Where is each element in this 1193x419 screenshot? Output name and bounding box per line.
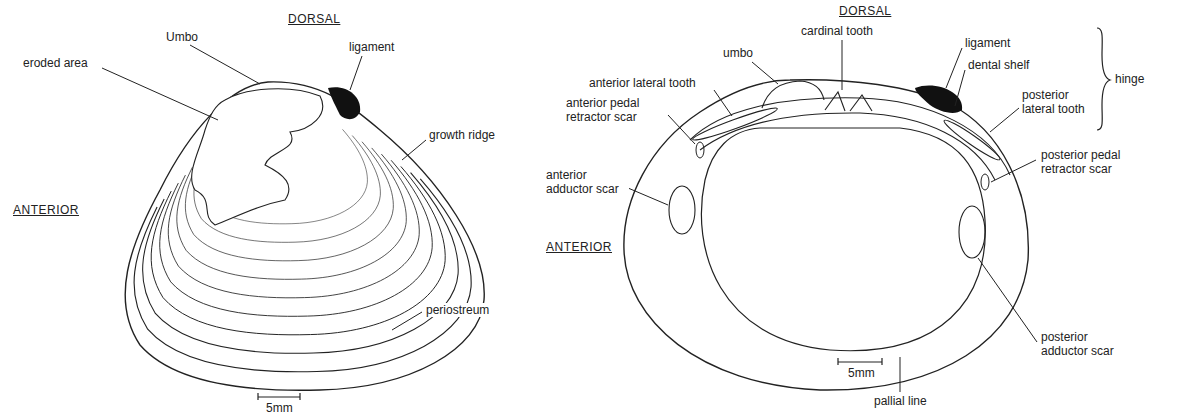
part-label: growth ridge: [428, 128, 496, 142]
ligament-shape: [328, 87, 360, 119]
scale-bar: [838, 358, 882, 365]
growth-ridges: [134, 129, 471, 371]
leader-lines: [628, 40, 1037, 392]
dental-shelf-edge: [700, 113, 995, 180]
part-label: ligament: [964, 36, 1011, 50]
hinge-brace: [1097, 28, 1110, 130]
part-label: anterior pedal retractor scar: [565, 96, 667, 124]
adductor-scar: [959, 206, 985, 258]
part-label: eroded area: [22, 56, 89, 70]
lateral-tooth: [691, 104, 779, 143]
part-label: hinge: [1114, 72, 1145, 86]
orientation-label: ANTERIOR: [12, 203, 80, 217]
orientation-label: ANTERIOR: [545, 240, 613, 254]
scale-bar: [258, 393, 300, 400]
part-label: cardinal tooth: [800, 24, 874, 38]
lateral-tooth: [942, 117, 1003, 163]
part-label: posterior adductor scar: [1040, 330, 1137, 358]
cardinal-teeth: [825, 92, 872, 111]
eroded-area: [192, 89, 323, 225]
part-label: posterior lateral tooth: [1021, 88, 1095, 116]
part-label: Umbo: [165, 30, 199, 44]
pedal-retractor-scar: [696, 142, 704, 158]
adductor-scar: [669, 186, 695, 234]
scale-label: 5mm: [847, 366, 876, 380]
shell-exterior: [102, 45, 484, 400]
ligament-shape: [915, 85, 962, 112]
pedal-retractor-scar: [981, 174, 989, 190]
shell-interior: [624, 28, 1110, 392]
part-label: anterior adductor scar: [545, 168, 629, 196]
part-label: umbo: [722, 46, 754, 60]
scale-label: 5mm: [265, 401, 294, 415]
part-label: posterior pedal retractor scar: [1040, 148, 1167, 176]
part-label: anterior lateral tooth: [588, 76, 697, 90]
part-label: dental shelf: [967, 58, 1030, 72]
leader-lines: [102, 45, 426, 330]
part-label: periostreum: [425, 303, 490, 317]
pallial-line-shape: [701, 128, 985, 351]
umbo-shape: [762, 81, 824, 108]
view-heading: DORSAL: [838, 4, 892, 18]
part-label: ligament: [348, 40, 395, 54]
shell-outline: [624, 80, 1028, 390]
view-heading: DORSAL: [287, 12, 341, 26]
part-label: pallial line: [873, 394, 928, 408]
